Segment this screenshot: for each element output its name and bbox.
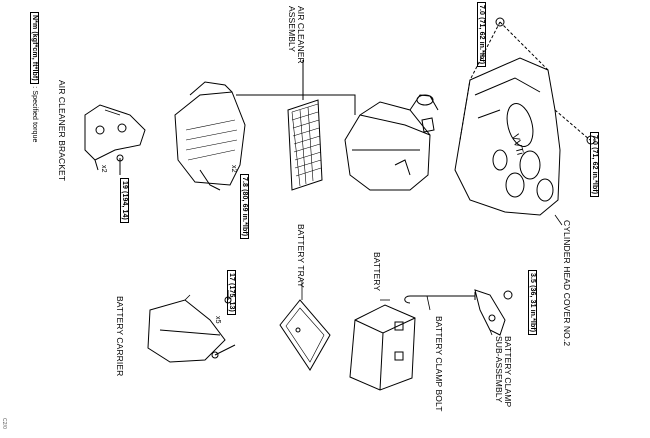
torque-spec-right: 7.0 (71, 62 in.*lbf)	[590, 132, 600, 198]
label-cylinder-head-cover: CYLINDER HEAD COVER NO.2	[562, 220, 572, 347]
qty-bracket-bolts: x2	[100, 165, 107, 173]
torque-spec-bracket: 19 (194, 14)	[120, 178, 130, 223]
battery-clamp-bolt-illustration	[404, 292, 476, 304]
battery-clamp-illustration	[474, 289, 513, 336]
torque-spec-air-cleaner: 7.8 (80, 69 in.*lbf)	[240, 174, 250, 240]
cylinder-head-cover-illustration: VVTi	[454, 17, 596, 216]
air-cleaner-case-illustration	[344, 94, 439, 191]
label-air-cleaner-bracket: AIR CLEANER BRACKET	[57, 80, 67, 182]
label-battery-clamp-bolt: BATTERY CLAMP BOLT	[434, 316, 444, 412]
battery-illustration	[349, 304, 416, 391]
qty-air-cleaner-bolts: x2	[230, 165, 237, 173]
battery-carrier-illustration	[147, 290, 236, 363]
label-battery: BATTERY	[372, 252, 382, 292]
air-cleaner-bracket-illustration	[84, 104, 146, 175]
qty-carrier-bolts: x5	[214, 316, 221, 324]
leader-lines	[104, 109, 563, 336]
torque-spec-clamp: 3.5 (36, 31 in.*lbf)	[528, 270, 538, 336]
figure-code: C2/0	[1, 418, 7, 429]
label-battery-tray: BATTERY TRAY	[296, 224, 306, 288]
air-filter-element-illustration	[236, 60, 356, 191]
battery-tray-illustration	[279, 299, 331, 371]
svg-text:VVTi: VVTi	[509, 133, 525, 156]
label-air-cleaner-assembly: AIR CLEANER ASSEMBLY	[287, 6, 306, 64]
label-battery-clamp-sub-assembly: BATTERY CLAMP SUB-ASSEMBLY	[494, 336, 513, 408]
air-cleaner-cap-illustration	[174, 81, 246, 191]
legend-description: : Specified torque	[31, 86, 38, 143]
torque-spec-top: 7.0 (71, 62 in.*lbf)	[477, 2, 487, 68]
legend-torque-box: N*m (kgf*cm, ft*lbf)	[30, 12, 39, 84]
torque-spec-carrier: 17 (175, 13)	[227, 270, 237, 315]
label-battery-carrier: BATTERY CARRIER	[115, 296, 125, 377]
torque-legend: N*m (kgf*cm, ft*lbf) : Specified torque	[30, 12, 40, 143]
